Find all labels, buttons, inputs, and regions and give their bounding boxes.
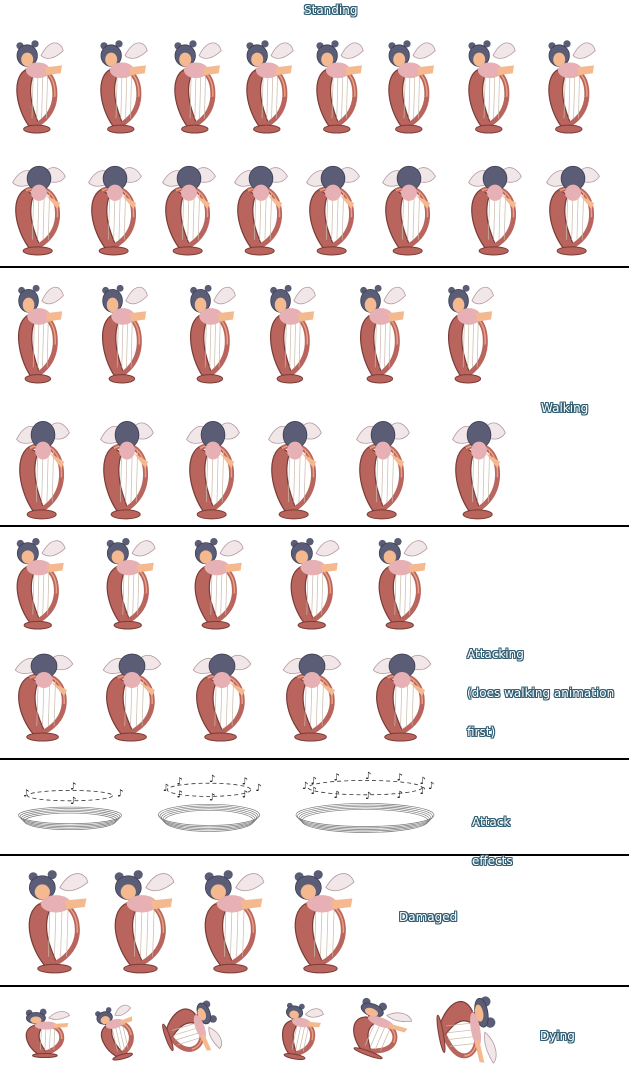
attacking-back-frame-2 <box>96 642 168 742</box>
standing-back-frame-7 <box>462 154 528 256</box>
standing-front-frame-3 <box>166 36 226 134</box>
dying-frame-6 <box>424 996 510 1064</box>
walking-back-frame-6 <box>446 408 512 520</box>
standing-front-frame-2 <box>92 36 152 134</box>
standing-front-frame-8 <box>540 36 600 134</box>
svg-text:♪: ♪ <box>23 789 29 800</box>
svg-text:♪: ♪ <box>302 781 308 792</box>
walking-front-frame-5 <box>352 280 410 384</box>
standing-back-frame-2 <box>82 154 148 256</box>
damaged-frame-4 <box>284 866 360 974</box>
divider-damaged-dying <box>0 985 629 987</box>
svg-text:♪: ♪ <box>70 796 76 807</box>
label-standing: Standing <box>304 3 358 17</box>
label-attacking: Attacking (does walking animation first) <box>467 622 614 752</box>
label-damaged: Damaged <box>399 910 458 924</box>
svg-text:♪: ♪ <box>365 771 371 782</box>
damaged-frame-2 <box>104 866 180 974</box>
label-attacking-line-3: first) <box>467 725 496 739</box>
standing-front-frame-5 <box>308 36 368 134</box>
label-walking: Walking <box>541 401 589 415</box>
standing-back-frame-6 <box>376 154 442 256</box>
damaged-frame-1 <box>18 866 94 974</box>
svg-text:♪: ♪ <box>310 786 316 797</box>
label-attack-effects-line-1: Attack <box>472 815 511 829</box>
divider-standing-walking <box>0 266 629 268</box>
divider-attacking-effects <box>0 758 629 760</box>
svg-text:♪: ♪ <box>209 792 215 803</box>
standing-back-frame-5 <box>300 154 366 256</box>
walking-back-frame-1 <box>10 408 76 520</box>
dying-frame-4 <box>276 1002 324 1060</box>
svg-text:♪: ♪ <box>397 772 403 783</box>
svg-text:♪: ♪ <box>255 783 261 794</box>
label-attacking-line-2: (does walking animation <box>467 686 615 700</box>
svg-text:♪: ♪ <box>163 783 169 794</box>
label-attacking-line-1: Attacking <box>467 647 524 661</box>
svg-text:♪: ♪ <box>117 789 123 800</box>
standing-front-frame-7 <box>460 36 520 134</box>
label-dying: Dying <box>540 1029 575 1043</box>
attack-effect-frame-3: ♪♪♪♪♪♪♪♪♪♪♪♪ <box>290 766 440 838</box>
svg-text:♪: ♪ <box>428 781 434 792</box>
dying-frame-3 <box>160 1000 224 1058</box>
svg-text:♪: ♪ <box>420 786 426 797</box>
walking-back-frame-5 <box>350 408 416 520</box>
damaged-frame-3 <box>194 866 270 974</box>
attacking-front-frame-1 <box>8 534 70 630</box>
walking-back-frame-4 <box>262 408 328 520</box>
divider-effects-damaged <box>0 854 629 856</box>
walking-front-frame-6 <box>440 280 498 384</box>
attacking-back-frame-3 <box>186 642 258 742</box>
standing-back-frame-1 <box>6 154 72 256</box>
svg-text:♪: ♪ <box>70 781 76 792</box>
standing-back-frame-8 <box>540 154 606 256</box>
svg-text:♪: ♪ <box>420 776 426 787</box>
attacking-back-frame-5 <box>366 642 438 742</box>
dying-frame-2 <box>94 1004 140 1061</box>
svg-text:♪: ♪ <box>365 791 371 802</box>
attack-effect-frame-1: ♪ ♪ ♪ ♪ <box>14 780 126 832</box>
attacking-front-frame-3 <box>186 534 248 630</box>
svg-text:♪: ♪ <box>310 776 316 787</box>
svg-text:♪: ♪ <box>176 777 182 788</box>
walking-front-frame-1 <box>10 280 68 384</box>
svg-text:♪: ♪ <box>176 790 182 801</box>
divider-walking-attacking <box>0 525 629 527</box>
attack-effect-frame-2: ♪ ♪ ♪ ♪ ♪ ♪ ♪ ♪ <box>154 770 264 836</box>
dying-frame-1 <box>18 1008 74 1058</box>
standing-back-frame-3 <box>156 154 222 256</box>
attacking-back-frame-4 <box>276 642 348 742</box>
svg-text:♪: ♪ <box>242 777 248 788</box>
dying-frame-5 <box>344 997 412 1060</box>
standing-front-frame-4 <box>238 36 298 134</box>
label-attack-effects: Attack effects <box>472 790 513 881</box>
standing-back-frame-4 <box>228 154 294 256</box>
attacking-front-frame-5 <box>370 534 432 630</box>
attacking-back-frame-1 <box>8 642 80 742</box>
walking-front-frame-2 <box>94 280 152 384</box>
svg-text:♪: ♪ <box>397 790 403 801</box>
walking-front-frame-3 <box>182 280 240 384</box>
walking-front-frame-4 <box>262 280 320 384</box>
svg-text:♪: ♪ <box>334 790 340 801</box>
walking-back-frame-3 <box>180 408 246 520</box>
label-attack-effects-line-2: effects <box>472 854 513 868</box>
attacking-front-frame-4 <box>282 534 344 630</box>
standing-front-frame-1 <box>8 36 68 134</box>
standing-front-frame-6 <box>380 36 440 134</box>
svg-text:♪: ♪ <box>242 790 248 801</box>
svg-text:♪: ♪ <box>334 772 340 783</box>
svg-text:♪: ♪ <box>209 774 215 785</box>
attacking-front-frame-2 <box>98 534 160 630</box>
walking-back-frame-2 <box>94 408 160 520</box>
